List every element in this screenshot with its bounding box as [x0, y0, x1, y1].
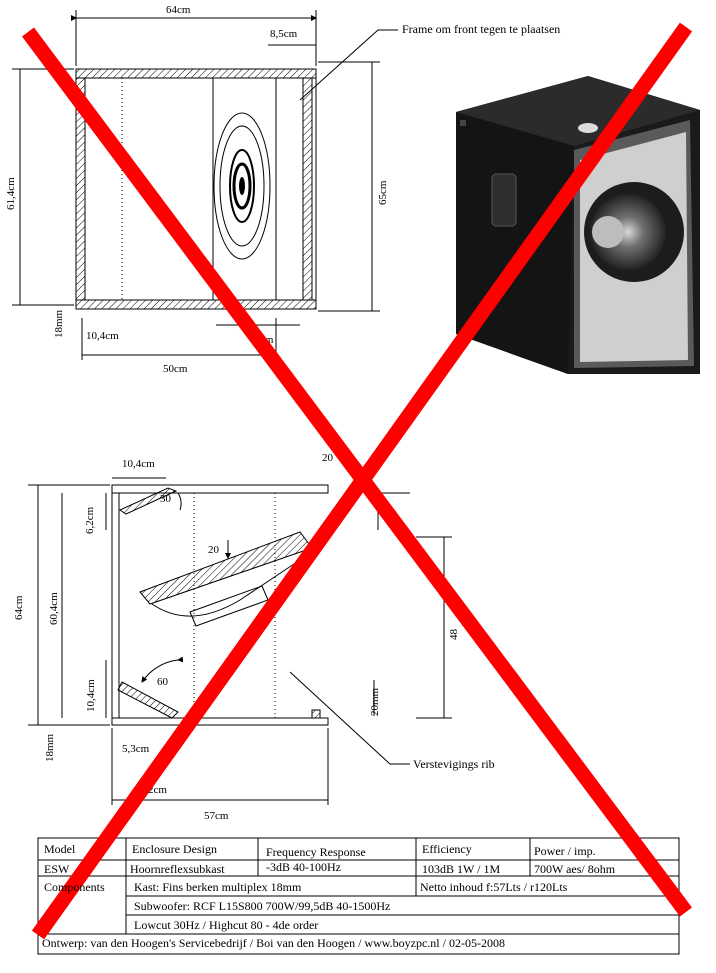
dim-side-offset-base: 5,3cm — [122, 743, 150, 755]
label-components: Components — [44, 880, 105, 894]
dim-frame-offset: 8,5cm — [270, 28, 298, 40]
side-view-drawing — [28, 477, 452, 805]
header-efficiency: Efficiency — [422, 842, 472, 856]
cell-design: Hoornreflexsubkast — [130, 862, 225, 876]
dim-wall-bottom: 18mm — [53, 309, 65, 338]
dim-side-inner-height: 60,4cm — [48, 592, 60, 625]
top-view-drawing — [12, 10, 398, 360]
cell-subwoofer: Subwoofer: RCF L15S800 700W/99,5dB 40-15… — [134, 899, 391, 913]
angle-bottom: 60 — [157, 676, 169, 688]
dim-side-offset-lower: 10,4cm — [85, 679, 97, 712]
cell-model: ESW — [44, 862, 70, 876]
cabinet-photo — [456, 76, 700, 374]
header-power: Power / imp. — [534, 844, 596, 858]
dim-side-offset-upper: 6,2cm — [84, 506, 96, 534]
footer-credits: Ontwerp: van den Hoogen's Servicebedrijf… — [42, 936, 505, 950]
dim-side-total-width: 57cm — [204, 810, 229, 822]
spec-table-grid — [37, 837, 680, 955]
dim-width-total: 64cm — [166, 4, 191, 16]
dim-height-total: 65cm — [377, 180, 389, 205]
dim-height-inner: 61,4cm — [5, 177, 17, 210]
dim-side-total-height: 64cm — [13, 595, 25, 620]
angle-top: 30 — [160, 493, 172, 505]
header-design: Enclosure Design — [132, 842, 217, 856]
dim-side-offset-base2: 2cm — [148, 784, 167, 796]
cell-efficiency: 103dB 1W / 1M — [422, 862, 501, 876]
dim-side-wall-bottom: 18mm — [44, 733, 56, 762]
dim-side-offset-top: 10,4cm — [122, 458, 155, 470]
spec-table: Model Enclosure Design Frequency Respons… — [38, 838, 679, 954]
cell-frequency: -3dB 40-100Hz — [266, 860, 341, 874]
header-model: Model — [44, 842, 76, 856]
cell-netto: Netto inhoud f:57Lts / r120Lts — [420, 880, 568, 894]
angle-driver: 20 — [208, 544, 220, 556]
cell-kast: Kast: Fins berken multiplex 18mm — [134, 880, 302, 894]
label-rib: Verstevigings rib — [413, 757, 495, 771]
label-frame: Frame om front tegen te plaatsen — [402, 22, 560, 36]
dim-port-bottom: 20mm — [369, 687, 381, 716]
dim-side-edge-top: 20 — [322, 452, 334, 464]
cell-power: 700W aes/ 8ohm — [534, 862, 616, 876]
red-cross-overlay — [21, 22, 693, 940]
dim-offset-left: 10,4cm — [86, 330, 119, 342]
cell-lowcut: Lowcut 30Hz / Highcut 80 - 4de order — [134, 918, 319, 932]
dim-port-height: 48 — [448, 629, 460, 641]
dim-width-inner: 50cm — [163, 363, 188, 375]
driver-top-view — [213, 112, 271, 260]
header-frequency: Frequency Response — [266, 845, 366, 859]
